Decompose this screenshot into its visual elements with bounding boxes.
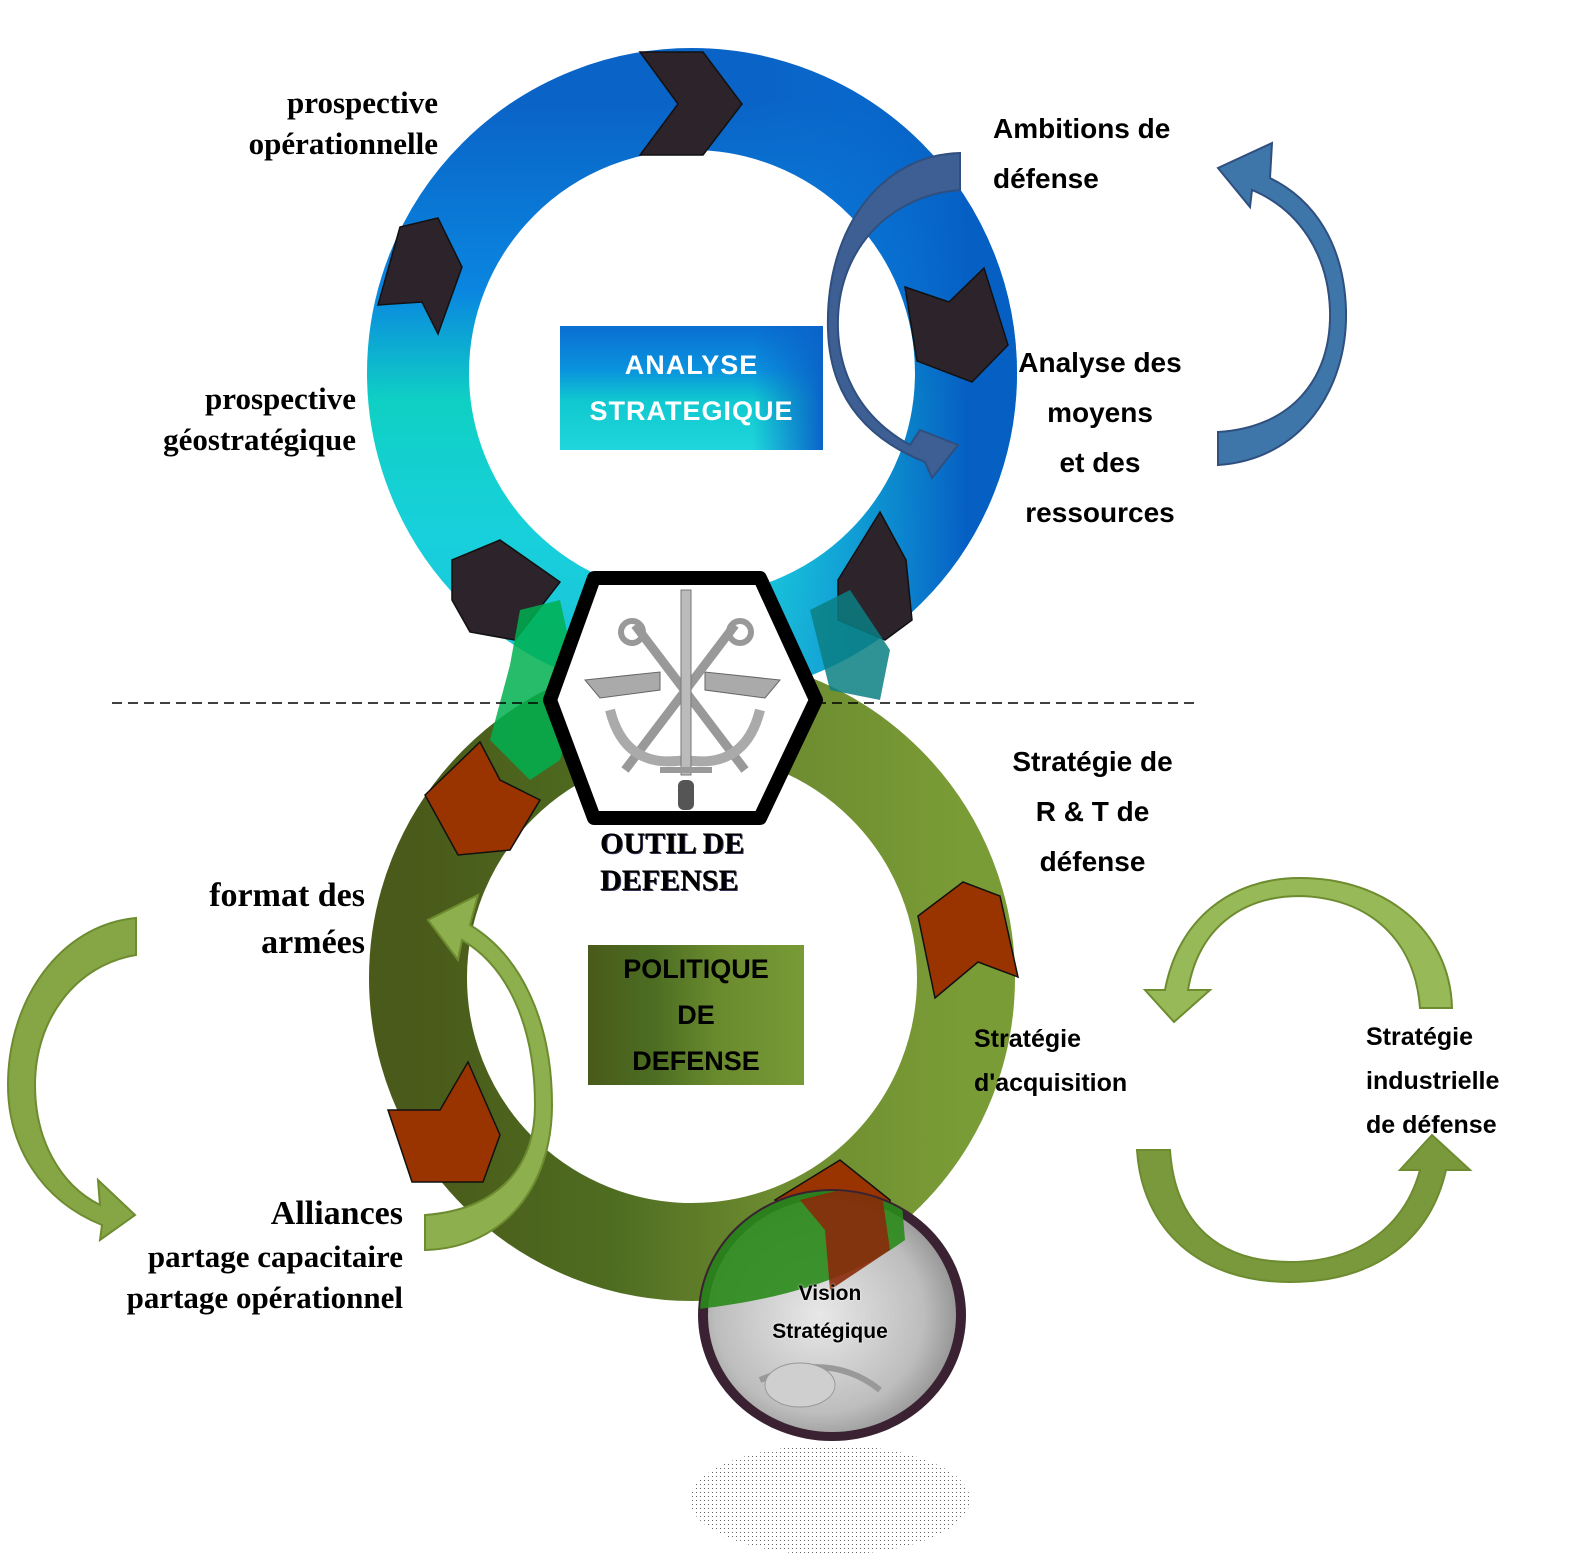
defense-emblem-hexagon	[543, 571, 823, 825]
chevron-icon	[386, 1060, 501, 1183]
chevron-icon	[376, 217, 463, 336]
curved-arrow-icon	[424, 893, 554, 1252]
label-analyse-des-moyens: Analyse des moyens et des ressources	[1018, 347, 1182, 528]
label-prospective-operationnelle: prospective opérationnelle	[248, 85, 438, 161]
vision-strategique-caption: Vision Stratégique	[720, 1275, 940, 1351]
vision-line1: Vision	[798, 1282, 862, 1305]
politique-line3: DEFENSE	[632, 1046, 760, 1076]
curved-arrow-icon	[1135, 1133, 1473, 1284]
vision-coin	[698, 1189, 966, 1441]
ring-junction-right	[810, 590, 890, 700]
label-ambitions-de-defense: Ambitions de défense	[993, 113, 1171, 194]
politique-line1: POLITIQUE	[623, 954, 769, 984]
curved-arrow-icon	[826, 151, 961, 480]
bottom-left-arrows	[6, 893, 554, 1252]
vision-line2: Stratégique	[772, 1320, 888, 1343]
label-prospective-geostrategique: prospective géostratégique	[163, 381, 356, 457]
curved-arrow-icon	[1142, 876, 1454, 1024]
politique-line2: DE	[677, 1000, 715, 1030]
label-alliances: Alliances partage capacitaire partage op…	[126, 1195, 403, 1315]
label-strategie-rt: Stratégie de R & T de défense	[1012, 746, 1173, 877]
chevron-icon	[917, 881, 1020, 1000]
chevron-icon	[424, 740, 542, 856]
analyse-line2: STRATEGIQUE	[589, 396, 794, 426]
curved-arrow-icon	[1216, 141, 1348, 467]
label-strategie-acquisition: Stratégie d'acquisition	[974, 1025, 1128, 1097]
curved-arrow-icon	[6, 916, 137, 1243]
bottom-right-arrows	[1135, 876, 1473, 1284]
label-strategie-industrielle: Stratégie industrielle de défense	[1366, 1023, 1500, 1139]
politique-de-defense-box: POLITIQUE DE DEFENSE	[588, 945, 804, 1085]
coin-shadow	[690, 1445, 970, 1555]
label-format-des-armees: format des armées	[209, 877, 365, 961]
outil-line1: OUTIL DE	[600, 827, 745, 860]
analyse-line1: ANALYSE	[624, 350, 759, 380]
defense-emblem-icon	[584, 589, 781, 810]
outil-line2: DEFENSE	[600, 864, 739, 897]
chevron-icon	[638, 51, 743, 156]
analyse-strategique-box: ANALYSE STRATEGIQUE	[560, 326, 823, 450]
outil-de-defense-caption: OUTIL DE DEFENSE	[600, 825, 744, 899]
top-cycle-arrows	[826, 141, 1348, 480]
chevron-icon	[904, 266, 1009, 383]
